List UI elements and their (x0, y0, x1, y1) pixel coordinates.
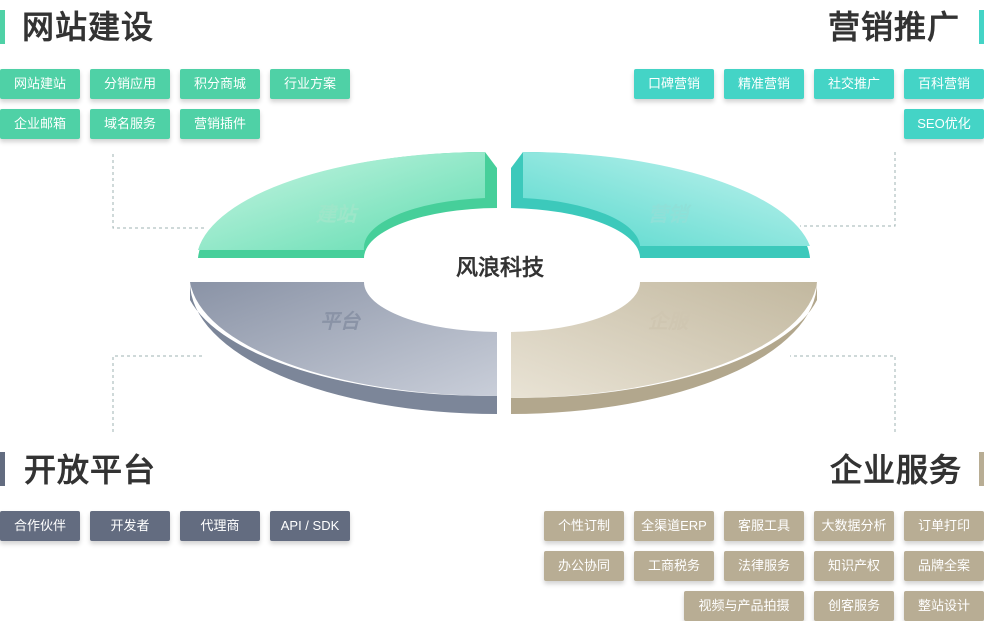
marketing-tag[interactable]: 社交推广 (814, 69, 894, 99)
ring-segment-service[interactable] (511, 282, 817, 414)
service-tag[interactable]: 知识产权 (814, 551, 894, 581)
website-title-bar (0, 10, 5, 44)
service-tag[interactable]: 客服工具 (724, 511, 804, 541)
service-tag[interactable]: 品牌全案 (904, 551, 984, 581)
website-section-title: 网站建设 (22, 9, 155, 45)
website-connector (112, 154, 205, 229)
connector-lines (112, 152, 896, 432)
website-tag[interactable]: 积分商城 (180, 69, 260, 99)
marketing-connector (800, 152, 896, 227)
marketing-section-title: 营销推广 (828, 9, 961, 45)
platform-tag[interactable]: 代理商 (180, 511, 260, 541)
marketing-tag[interactable]: 百科营销 (904, 69, 984, 99)
website-tag[interactable]: 营销插件 (180, 109, 260, 139)
service-section-title: 企业服务 (830, 452, 963, 488)
website-tag[interactable]: 分销应用 (90, 69, 170, 99)
platform-tag[interactable]: API / SDK (270, 511, 350, 541)
platform-tag[interactable]: 开发者 (90, 511, 170, 541)
website-tag[interactable]: 域名服务 (90, 109, 170, 139)
segment-label-website: 建站 (315, 203, 359, 226)
website-tag[interactable]: 行业方案 (270, 69, 350, 99)
service-tag[interactable]: 个性订制 (544, 511, 624, 541)
segment-label-marketing: 营销 (648, 203, 692, 226)
service-connector (790, 355, 896, 432)
marketing-tag[interactable]: 精准营销 (724, 69, 804, 99)
platform-section-title: 开放平台 (24, 452, 157, 488)
service-tag[interactable]: 法律服务 (724, 551, 804, 581)
platform-title-bar (0, 452, 5, 486)
service-tag[interactable]: 大数据分析 (814, 511, 894, 541)
website-tag[interactable]: 企业邮箱 (0, 109, 80, 139)
ring-segment-marketing[interactable] (511, 151, 810, 258)
ring-segment-website[interactable] (198, 152, 497, 258)
marketing-tag[interactable]: SEO优化 (904, 109, 984, 139)
service-tag[interactable]: 办公协同 (544, 551, 624, 581)
website-tag[interactable]: 网站建站 (0, 69, 80, 99)
platform-tag[interactable]: 合作伙伴 (0, 511, 80, 541)
segment-label-platform: 平台 (320, 310, 362, 333)
marketing-title-bar (979, 10, 984, 44)
service-tag[interactable]: 全渠道ERP (634, 511, 714, 541)
service-tag[interactable]: 订单打印 (904, 511, 984, 541)
platform-connector (112, 355, 205, 432)
marketing-tag[interactable]: 口碑营销 (634, 69, 714, 99)
service-tag[interactable]: 工商税务 (634, 551, 714, 581)
service-title-bar (979, 452, 984, 486)
ring-center-label: 风浪科技 (455, 255, 544, 280)
segment-label-service: 企服 (648, 310, 691, 333)
ring-segment-platform[interactable] (190, 282, 497, 414)
